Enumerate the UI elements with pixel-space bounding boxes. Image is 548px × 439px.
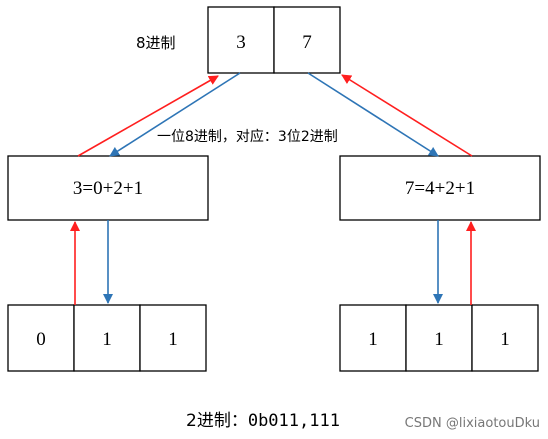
binary-result-prefix: 2进制： [186, 411, 248, 431]
conversion-note: 一位8进制，对应：3位2进制 [157, 128, 338, 145]
right-equation: 7=4+2+1 [405, 178, 475, 199]
right-equation-box [339, 155, 541, 221]
arrow-octal-down-to-right [307, 72, 439, 157]
left-bit-3: 1 [168, 329, 178, 350]
binary-result-value: 0b011,111 [248, 411, 340, 431]
binary-result: 2进制：0b011,111 [186, 411, 340, 431]
right-bit-3: 1 [500, 329, 510, 350]
left-bit-box-3 [139, 304, 207, 372]
right-bit-box-3 [471, 304, 539, 372]
left-equation: 3=0+2+1 [73, 178, 143, 199]
right-bit-box-2 [405, 304, 473, 372]
octal-digit-box-2 [273, 6, 341, 74]
octal-digit-1: 3 [236, 32, 246, 53]
left-bit-box-1 [7, 304, 75, 372]
arrow-left-up-to-octal [77, 75, 219, 157]
left-equation-box [7, 155, 209, 221]
octal-label: 8进制 [136, 34, 176, 52]
left-bit-box-2 [73, 304, 141, 372]
left-bit-2: 1 [102, 329, 112, 350]
octal-digit-2: 7 [302, 32, 312, 53]
arrow-right-up-to-octal [341, 74, 473, 157]
arrow-octal-down-to-left [109, 72, 241, 157]
right-bit-box-1 [339, 304, 407, 372]
octal-digit-box-1 [207, 6, 275, 74]
left-bit-1: 0 [36, 329, 46, 350]
right-bit-1: 1 [368, 329, 378, 350]
watermark: CSDN @lixiaotouDku [405, 416, 540, 431]
right-bit-2: 1 [434, 329, 444, 350]
